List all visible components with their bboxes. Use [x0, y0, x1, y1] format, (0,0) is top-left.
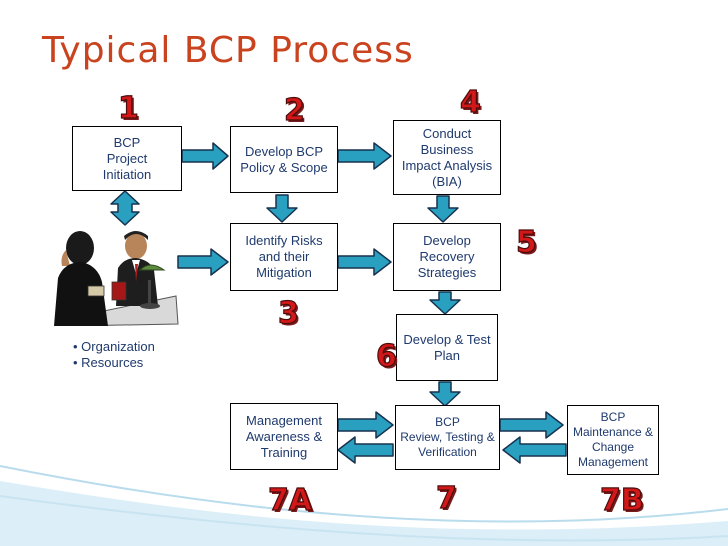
box-identify-risks: Identify Risks and their Mitigation — [230, 223, 338, 291]
step-number-7a: 7A — [267, 482, 313, 518]
bottom-swoosh-decoration — [0, 465, 728, 546]
arrow-down-icon — [427, 195, 459, 223]
step-number-6: 6 — [375, 338, 397, 374]
box-bcp-review-testing: BCP Review, Testing & Verification — [395, 405, 500, 470]
business-meeting-icon — [54, 231, 179, 326]
box-develop-bcp-policy: Develop BCP Policy & Scope — [230, 126, 338, 193]
arrow-down-icon — [266, 194, 298, 223]
note-resources: • Resources — [73, 355, 144, 370]
page-title: Typical BCP Process — [42, 30, 414, 71]
step-number-4: 4 — [459, 84, 481, 120]
step-number-2: 2 — [283, 92, 305, 128]
step-number-7: 7 — [435, 480, 457, 516]
arrow-right-icon — [337, 248, 392, 276]
step-number-7b: 7B — [599, 482, 644, 518]
arrow-right-icon — [181, 142, 229, 170]
box-conduct-bia: Conduct Business Impact Analysis (BIA) — [393, 120, 501, 195]
arrow-down-icon — [429, 381, 461, 407]
arrow-left-icon — [337, 436, 394, 464]
arrow-right-icon — [337, 142, 392, 170]
arrow-right-icon — [337, 411, 394, 439]
box-develop-recovery-strategies: Develop Recovery Strategies — [393, 223, 501, 291]
note-organization: • Organization — [73, 339, 155, 354]
step-number-3: 3 — [277, 295, 299, 331]
box-develop-test-plan: Develop & Test Plan — [396, 314, 498, 381]
arrow-right-icon — [177, 248, 229, 276]
box-bcp-project-initiation: BCP Project Initiation — [72, 126, 182, 191]
arrow-left-icon — [502, 436, 567, 464]
arrow-right-icon — [499, 411, 564, 439]
box-management-awareness: Management Awareness & Training — [230, 403, 338, 470]
double-arrow-vertical-icon — [110, 190, 140, 226]
arrow-down-icon — [429, 291, 461, 315]
step-number-5: 5 — [515, 224, 537, 260]
box-bcp-maintenance: BCP Maintenance & Change Management — [567, 405, 659, 475]
resource-notes: • Organization • Resources — [73, 339, 155, 371]
step-number-1: 1 — [117, 90, 139, 126]
